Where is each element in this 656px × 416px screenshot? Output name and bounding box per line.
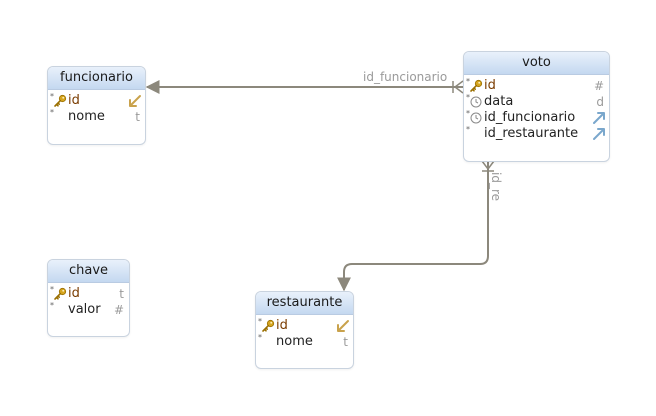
column-name: id_funcionario	[484, 110, 576, 125]
key-icon	[53, 287, 67, 301]
crowfoot-restaurante	[481, 160, 495, 172]
column-type: t	[135, 110, 140, 124]
key-icon	[53, 94, 67, 108]
required-marker: *	[466, 77, 470, 86]
entity-voto[interactable]: voto * id # * data d * id_funcionario * id_restau…	[463, 51, 610, 162]
required-marker: *	[50, 92, 54, 101]
clock-icon	[469, 95, 483, 109]
column-type: t	[343, 335, 348, 349]
column-row[interactable]: * id	[256, 317, 353, 334]
foreign-key-icon	[591, 126, 607, 142]
entity-title: voto	[464, 52, 609, 75]
column-name: id	[484, 78, 496, 93]
column-name: id	[68, 286, 80, 301]
column-row[interactable]: * valor #	[48, 301, 129, 318]
foreign-key-icon	[591, 110, 607, 126]
column-type: #	[113, 303, 124, 317]
required-marker: *	[466, 125, 470, 134]
link-icon	[127, 93, 143, 109]
column-type: t	[119, 287, 124, 301]
crowfoot-funcionario	[452, 80, 464, 94]
column-list: * id # * data d * id_funcionario * id_restaurante	[464, 75, 609, 146]
column-name: id_restaurante	[484, 126, 579, 141]
required-marker: *	[50, 285, 54, 294]
entity-restaurante[interactable]: restaurante * id * nome t	[255, 291, 354, 369]
column-row[interactable]: * id #	[464, 77, 609, 94]
link-icon	[335, 318, 351, 334]
column-list: * id t * valor #	[48, 283, 129, 322]
required-marker: *	[258, 317, 262, 326]
key-icon	[469, 79, 483, 93]
required-marker: *	[50, 301, 54, 310]
column-row[interactable]: * id_restaurante	[464, 125, 609, 142]
relation-line-restaurante[interactable]	[337, 161, 489, 292]
column-type: #	[593, 79, 604, 93]
entity-title: funcionario	[48, 67, 145, 90]
column-row[interactable]: * nome t	[48, 108, 145, 125]
column-type: d	[596, 95, 604, 109]
required-marker: *	[50, 108, 54, 117]
clock-icon	[469, 111, 483, 125]
column-name: data	[484, 94, 514, 109]
required-marker: *	[466, 109, 470, 118]
column-name: id	[68, 93, 80, 108]
column-name: nome	[68, 109, 105, 124]
column-row[interactable]: * id_funcionario	[464, 109, 609, 126]
entity-chave[interactable]: chave * id t * valor #	[47, 259, 130, 337]
required-marker: *	[466, 93, 470, 102]
column-row[interactable]: * data d	[464, 93, 609, 110]
column-name: nome	[276, 334, 313, 349]
entity-title: restaurante	[256, 292, 353, 315]
column-name: valor	[68, 302, 101, 317]
column-list: * id * nome t	[256, 315, 353, 354]
column-row[interactable]: * id	[48, 92, 145, 109]
key-icon	[261, 319, 275, 333]
required-marker: *	[258, 333, 262, 342]
entity-funcionario[interactable]: funcionario * id * nome t	[47, 66, 146, 145]
relation-label-funcionario: id_funcionario	[363, 70, 447, 84]
column-row[interactable]: * id t	[48, 285, 129, 302]
column-row[interactable]: * nome t	[256, 333, 353, 350]
entity-title: chave	[48, 260, 129, 283]
column-list: * id * nome t	[48, 90, 145, 129]
column-name: id	[276, 318, 288, 333]
relation-label-restaurante: id_re	[489, 172, 503, 201]
